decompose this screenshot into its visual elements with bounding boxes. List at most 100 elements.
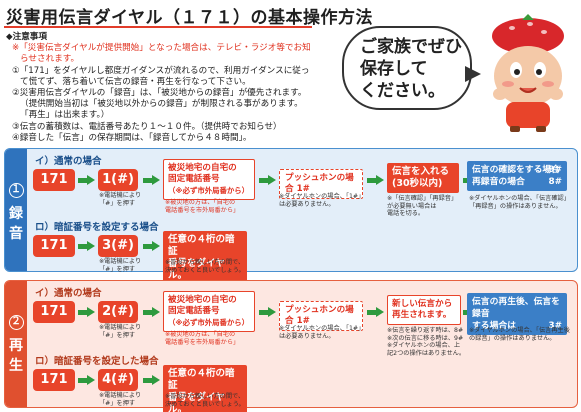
box-text: 被災地宅の自宅の	[168, 295, 237, 305]
box-text: 固定電話番号	[168, 174, 220, 184]
arrow-icon	[143, 241, 161, 251]
bubble-line: ください。	[360, 81, 445, 101]
note-text: 「#」を押す	[99, 265, 136, 273]
note-line: （提供開始当初は「被災地以外からの録音」が制限される事があります。	[20, 99, 303, 110]
note-text: 電話番号を市外局番から」	[165, 338, 240, 346]
arrow-icon	[259, 175, 277, 185]
title-underline	[4, 26, 312, 28]
arrow-icon	[78, 241, 96, 251]
play-side-label: ２ 再 生	[5, 281, 27, 407]
side-char: 再	[9, 338, 23, 354]
record-panel: １ 録 音 イ）通常の場合 171 1(#) ※電話機により 「#」を押す 被災…	[4, 148, 578, 285]
bubble-line: ご家族でぜひ	[360, 37, 462, 57]
arrow-icon	[143, 307, 161, 317]
box-text: 伝言を入れる	[392, 166, 450, 177]
push-note: ※ダイヤルホンの場合、「1#」は必要ありません。	[279, 193, 362, 208]
phone-note: ※被災地の方は、「自宅の 電話番号を市外局番から」	[165, 331, 239, 346]
note-text: ※電話機により	[99, 192, 142, 199]
pin-note: ※普段から親しい方の間で、 決めておくと良いでしょう。	[165, 259, 245, 274]
dial-play-button: 2(#)	[98, 301, 138, 323]
pin-case-label: ロ）暗証番号を設定する場合	[35, 222, 159, 233]
section-number: １	[8, 183, 24, 198]
note-text: ※電話機により	[99, 392, 142, 399]
mascot-character-icon	[492, 14, 564, 132]
box-text: （※必ず市外局番から）	[168, 186, 250, 195]
note-line: らせされます。	[20, 54, 80, 65]
note-line: ②災害用伝言ダイヤルの「録音」は、「被災地からの録音」が優先されます。	[12, 88, 307, 99]
pin-note: ※普段から親しい方の間で、 決めておくと良いでしょう。	[165, 393, 245, 408]
box-text: (30秒以内)	[392, 178, 443, 189]
note-line: ①「171」をダイヤルし都度ガイダンスが流れるので、利用ガイダンスに従っ	[12, 65, 310, 76]
arrow-icon	[78, 175, 96, 185]
note-text: 「#」を押す	[99, 331, 136, 339]
box-text: 固定電話番号	[168, 306, 220, 316]
note-text: 決めておくと良いでしょう。	[165, 400, 245, 408]
confirm-note: ※ダイヤルホンの場合、「伝言確認」「再録音」の操作はありません。	[469, 195, 570, 210]
note-text: ※次の伝言に移る時は、9#	[387, 334, 464, 342]
page-title: 災害用伝言ダイヤル（１７１）の基本操作方法	[6, 8, 373, 28]
note-line: ※「災害伝言ダイヤルが提供開始」となった場合は、テレビ・ラジオ等でお知	[12, 43, 311, 54]
note-text: ※伝言を繰り返す時は、8#	[387, 327, 464, 334]
box-text: 被災地宅の自宅の	[168, 163, 237, 173]
bubble-line: 保存して	[360, 59, 428, 79]
note-text: が必要無い場合は	[387, 202, 437, 210]
pin-entry-box: 任意の４桁の暗証 番号をダイヤル。	[163, 231, 247, 285]
record-after-play-note: ※ダイヤルホンの場合、「伝言再生後の録音」の操作はありません。	[469, 327, 570, 342]
play-message-box: 新しい伝言から 再生されます。	[387, 295, 461, 325]
note-text: ※普段から親しい方の間で、	[165, 393, 245, 400]
push-phone-box: プッシュホンの場合 1#	[279, 169, 363, 199]
message-note: ※「伝言確認」「再録音」 が必要無い場合は 電話を切る。	[387, 195, 463, 218]
box-text: 伝言の確認をする場合	[472, 165, 560, 175]
arrow-icon	[78, 375, 96, 385]
arrow-icon	[78, 307, 96, 317]
play-panel: ２ 再 生 イ）通常の場合 171 2(#) ※電話機により 「#」を押す 被災…	[4, 280, 578, 412]
box-text: する場合は	[472, 321, 516, 331]
side-char: 音	[9, 226, 23, 242]
record-side-label: １ 録 音	[5, 149, 27, 271]
normal-case-label: イ）通常の場合	[35, 156, 102, 167]
arrow-icon	[259, 307, 277, 317]
side-char: 録	[9, 206, 23, 222]
dial-171-button: 171	[33, 301, 75, 323]
note-line: 「再生」は出来ます。）	[20, 110, 110, 121]
normal-case-label: イ）通常の場合	[35, 288, 102, 299]
note-line: ③伝言の蓄積数は、電話番号あたり１～１０件。（提供時でお知らせ）	[12, 121, 282, 132]
phone-note: ※被災地の方は、「自宅の 電話番号を市外局番から」	[165, 199, 239, 214]
push-note: ※ダイヤルホンの場合、「1#」は必要ありません。	[279, 325, 362, 340]
arrow-icon	[143, 375, 161, 385]
arrow-icon	[367, 175, 385, 185]
home-phone-box: 被災地宅の自宅の 固定電話番号 （※必ず市外局番から）	[163, 159, 255, 200]
key-text: 8#	[548, 177, 563, 187]
dial-pin-record-button: 3(#)	[98, 235, 138, 257]
speech-bubble-tail	[465, 66, 481, 82]
note-text: ※電話機により	[99, 324, 142, 331]
arrow-icon	[143, 175, 161, 185]
dial-pin-play-button: 4(#)	[98, 369, 138, 391]
note-text: 「#」を押す	[99, 199, 136, 207]
dial-note: ※電話機により 「#」を押す	[99, 258, 141, 273]
box-text: 新しい伝言から	[392, 299, 453, 309]
speech-bubble: ご家族でぜひ 保存して ください。	[342, 26, 472, 110]
home-phone-box: 被災地宅の自宅の 固定電話番号 （※必ず市外局番から）	[163, 291, 255, 332]
box-text: 番号をダイヤル。	[168, 258, 225, 281]
pin-case-label: ロ）暗証番号を設定した場合	[35, 356, 159, 367]
dial-171-button: 171	[33, 369, 75, 391]
dial-171-button: 171	[33, 169, 75, 191]
note-text: ※電話機により	[99, 258, 142, 265]
box-text: 伝言の再生後、伝言を録音	[472, 297, 560, 319]
box-text: 任意の４桁の暗証	[168, 234, 235, 257]
note-text: ※普段から親しい方の間で、	[165, 259, 245, 266]
message-note: ※伝言を繰り返す時は、8# ※次の伝言に移る時は、9# ※ダイヤルホンの場合、上…	[387, 327, 465, 357]
note-text: ※ダイヤルホンの場合、上記2つの操作はありません。	[387, 342, 465, 357]
section-number: ２	[8, 315, 24, 330]
dial-171-button: 171	[33, 235, 75, 257]
note-text: ※被災地の方は、「自宅の	[165, 331, 236, 338]
notes-section: ◆注意事項 ※「災害伝言ダイヤルが提供開始」となった場合は、テレビ・ラジオ等でお…	[6, 32, 342, 144]
dial-record-button: 1(#)	[98, 169, 138, 191]
note-line: ④録音した「伝言」の保存期間は、「録音してから４８時間」。	[12, 132, 252, 143]
note-text: 電話を切る。	[387, 210, 425, 218]
box-text: 再録音の場合	[472, 177, 525, 187]
leave-message-box: 伝言を入れる (30秒以内)	[387, 163, 459, 193]
